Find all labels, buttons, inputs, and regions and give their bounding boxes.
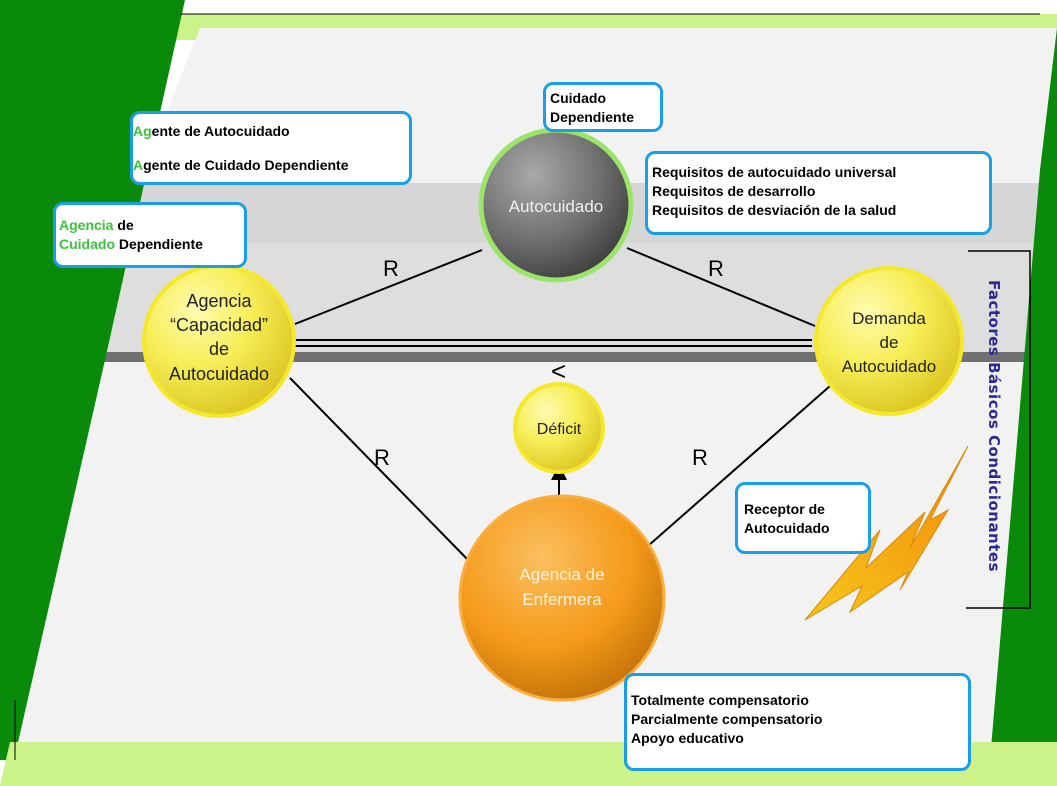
box-agencia-cuidado-line1: Agencia de xyxy=(59,216,244,235)
node-demanda-line3: Autocuidado xyxy=(842,357,937,376)
box-requisitos-line3: Requisitos de desviación de la salud xyxy=(652,202,897,218)
node-autocuidado: Autocuidado xyxy=(478,127,634,283)
box-agente: Agente de Autocuidado Agente de Cuidado … xyxy=(130,111,412,185)
left-green-wedge xyxy=(0,0,185,760)
box-agencia-cuidado-line1-hl: Agencia xyxy=(59,217,114,233)
line-agencia-autocuidado xyxy=(294,249,483,325)
side-label-factores: Factores Básicos Condicionantes xyxy=(985,280,1003,572)
line-autocuidado-demanda xyxy=(626,247,816,327)
box-agente-line2-prefix: A xyxy=(133,157,144,173)
box-agente-line1: Agente de Autocuidado xyxy=(133,122,409,141)
node-demanda-line1: Demanda xyxy=(852,309,926,328)
node-deficit: Déficit xyxy=(513,382,605,474)
relation-r-right-bottom: R xyxy=(692,445,708,470)
relation-r-left-top: R xyxy=(383,256,399,281)
node-enfermera-line1: Agencia de xyxy=(519,565,604,584)
box-agencia-cuidado-line1-rest: de xyxy=(113,217,134,233)
box-agencia-cuidado-line2: Cuidado Dependiente xyxy=(59,235,244,254)
box-sistemas-line1: Totalmente compensatorio xyxy=(631,692,809,708)
node-autocuidado-label: Autocuidado xyxy=(509,197,604,216)
node-agencia-line2: “Capacidad” xyxy=(170,315,268,335)
box-requisitos-line2: Requisitos de desarrollo xyxy=(652,183,816,199)
box-agente-line2: Agente de Cuidado Dependiente xyxy=(133,156,409,175)
node-agencia-capacidad: Agencia “Capacidad” de Autocuidado xyxy=(142,264,296,418)
line-demanda-enfermera xyxy=(639,385,831,554)
less-than-sign: < xyxy=(551,356,566,386)
box-cuidado-line2: Dependiente xyxy=(550,109,635,125)
box-agente-line1-rest: ente de Autocuidado xyxy=(151,123,290,139)
node-enfermera-line2: Enfermera xyxy=(522,590,602,609)
box-cuidado-line1: Cuidado xyxy=(550,90,606,106)
lightning-bolt-icon xyxy=(804,445,969,621)
box-receptor-line2: Autocuidado xyxy=(744,520,830,536)
box-agente-line2-rest: gente de Cuidado Dependiente xyxy=(143,157,349,173)
side-bracket xyxy=(966,250,1031,609)
node-demanda: Demanda de Autocuidado xyxy=(814,266,964,416)
box-requisitos-line1: Requisitos de autocuidado universal xyxy=(652,164,897,180)
box-requisitos: Requisitos de autocuidado universal Requ… xyxy=(645,151,992,235)
node-demanda-line2: de xyxy=(880,333,899,352)
box-agencia-cuidado-line2-rest: Dependiente xyxy=(115,236,203,252)
box-receptor: Receptor de Autocuidado xyxy=(735,482,871,554)
box-agencia-cuidado-line2-hl: Cuidado xyxy=(59,236,115,252)
box-agente-line1-prefix: Ag xyxy=(133,123,152,139)
right-green-wedge xyxy=(990,28,1057,760)
dark-divider xyxy=(100,352,1057,362)
node-enfermera: Agencia de Enfermera xyxy=(458,494,666,702)
node-agencia-line1: Agencia xyxy=(186,291,252,311)
node-deficit-label: Déficit xyxy=(537,421,582,438)
box-agencia-cuidado: Agencia de Cuidado Dependiente xyxy=(53,202,247,268)
node-agencia-line4: Autocuidado xyxy=(169,364,269,384)
relation-r-left-bottom: R xyxy=(374,445,390,470)
box-sistemas-line3: Apoyo educativo xyxy=(631,730,744,746)
node-agencia-line3: de xyxy=(209,339,229,359)
box-sistemas-line2: Parcialmente compensatorio xyxy=(631,711,823,727)
relation-r-right-top: R xyxy=(708,256,724,281)
box-receptor-line1: Receptor de xyxy=(744,501,825,517)
box-sistemas: Totalmente compensatorio Parcialmente co… xyxy=(624,673,971,771)
box-cuidado-dependiente: Cuidado Dependiente xyxy=(543,82,663,132)
line-agencia-enfermera xyxy=(289,377,471,563)
